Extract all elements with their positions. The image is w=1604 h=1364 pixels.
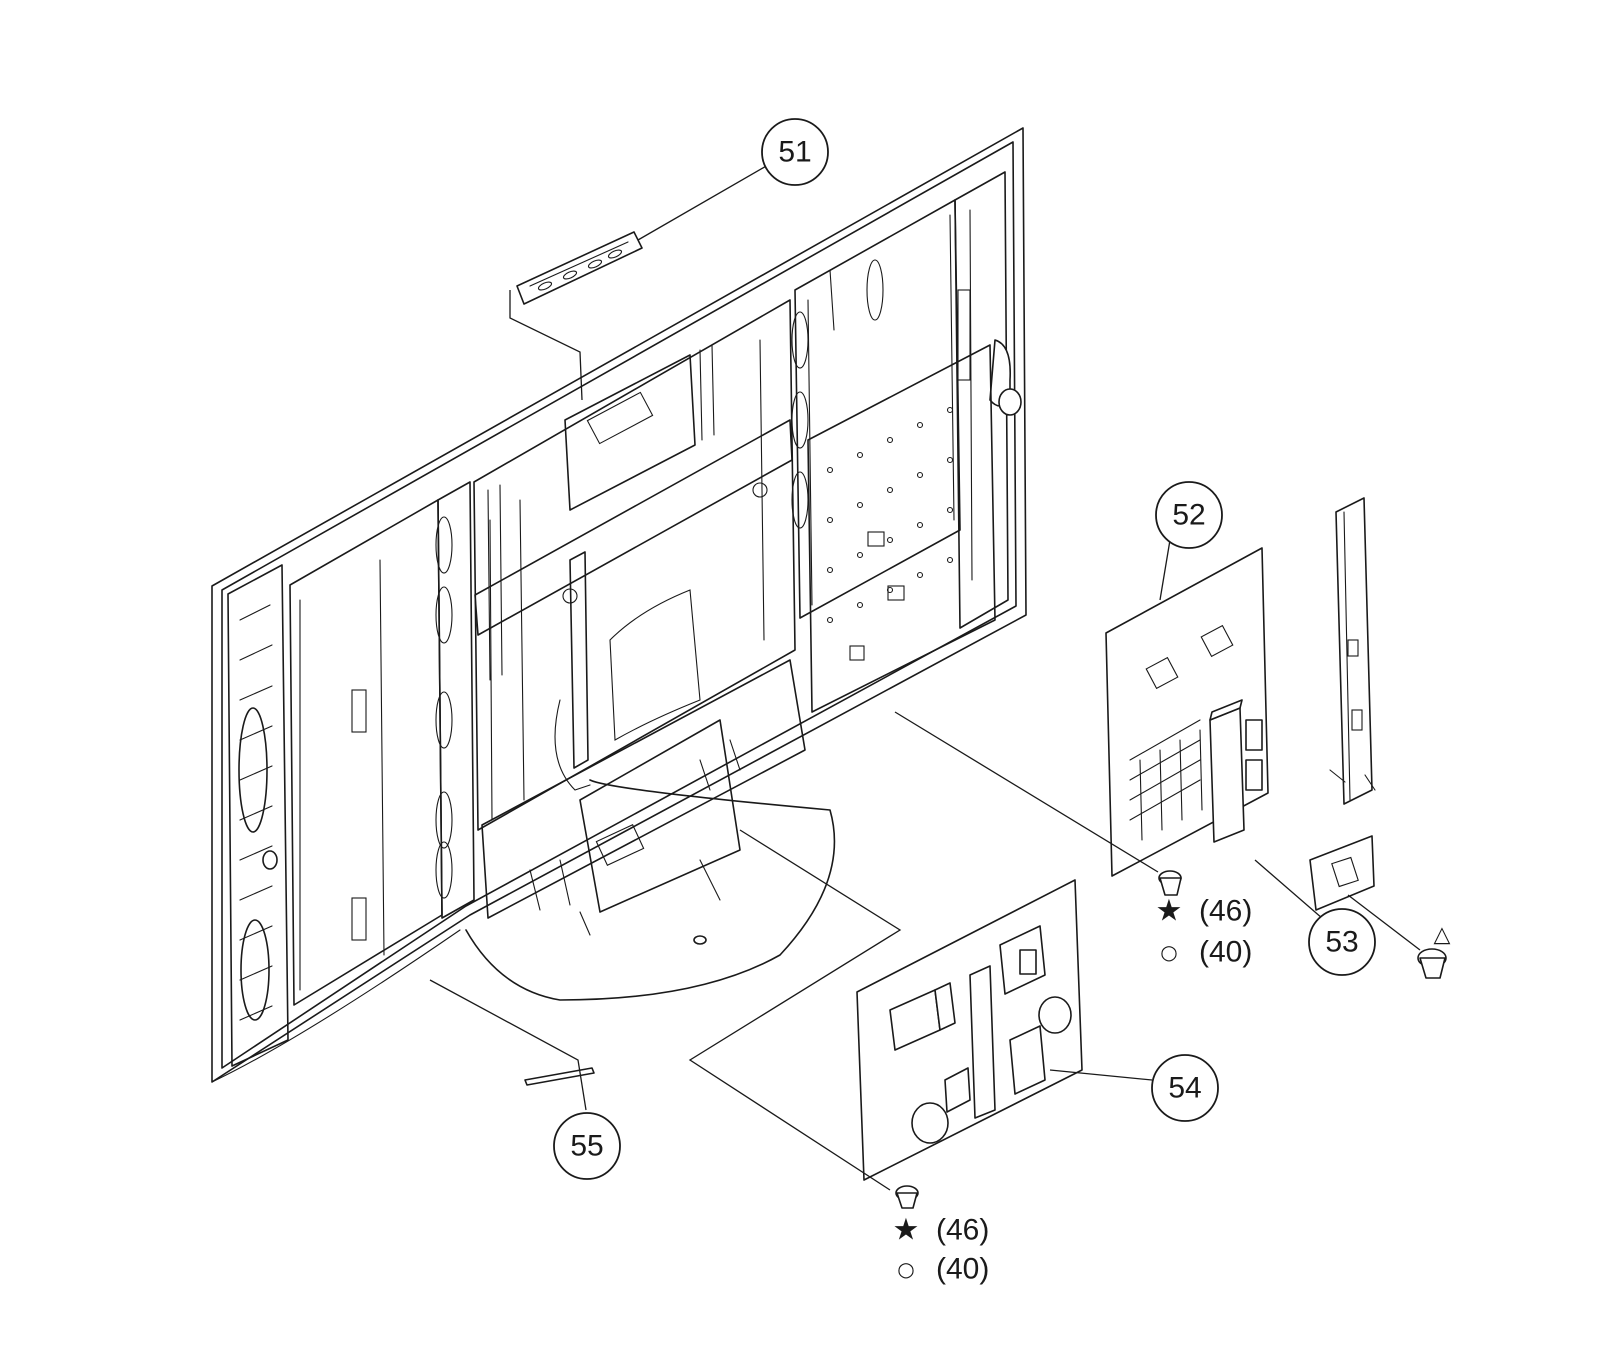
triangle-icon: △	[1434, 923, 1451, 948]
callout-51-label: 51	[778, 136, 811, 169]
callout-54: 54	[1151, 1054, 1219, 1122]
legend-right: ★ (46) ○ (40)	[1156, 894, 1253, 969]
legend-right-circle-value: (40)	[1199, 936, 1252, 969]
callout-52: 52	[1155, 481, 1223, 549]
callout-55-label: 55	[570, 1130, 603, 1163]
circuit-board-icon	[856, 879, 1083, 1181]
screw-icon	[1417, 948, 1447, 979]
legend-bottom: ★ (46) ○ (40)	[893, 1213, 990, 1286]
star-icon: ★	[893, 1213, 920, 1248]
star-icon: ★	[1156, 894, 1183, 929]
tv-chassis-rear-icon	[211, 127, 1027, 1083]
screw-icon	[895, 1185, 919, 1209]
callout-53: 53	[1308, 908, 1376, 976]
bracket-icon	[1309, 835, 1375, 911]
circuit-board-icon	[1105, 547, 1269, 877]
callout-54-label: 54	[1168, 1072, 1201, 1105]
screw-icon	[1158, 870, 1182, 896]
circle-icon: ○	[897, 1257, 914, 1281]
legend-bottom-circle-value: (40)	[936, 1253, 989, 1286]
callout-52-label: 52	[1172, 499, 1205, 532]
callout-55: 55	[553, 1112, 621, 1180]
legend-bottom-star-value: (46)	[936, 1214, 989, 1247]
callout-51: 51	[761, 118, 829, 186]
legend-right-star-value: (46)	[1199, 895, 1252, 928]
bracket-icon	[524, 1067, 595, 1086]
callout-53-label: 53	[1325, 926, 1358, 959]
circle-icon: ○	[1160, 940, 1177, 964]
bracket-icon	[1329, 497, 1376, 805]
bracket-icon	[516, 231, 643, 305]
